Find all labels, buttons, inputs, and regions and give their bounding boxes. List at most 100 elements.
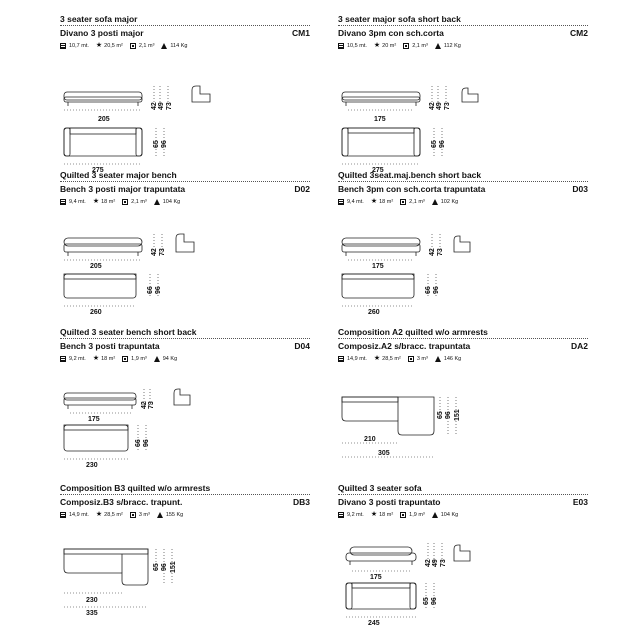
product-card-d04: Quilted 3 seater bench short back Bench … — [60, 327, 310, 477]
volume-icon — [129, 512, 136, 518]
dim-total-width: 305 — [378, 450, 390, 457]
dim-total-depth: 151 — [454, 409, 461, 421]
technical-drawing: 175 260 42 73 66 96 — [341, 234, 471, 316]
divider — [338, 338, 588, 339]
product-code: D04 — [294, 341, 310, 351]
divider — [338, 494, 588, 495]
product-title-en: Composition A2 quilted w/o armrests — [338, 327, 488, 337]
weight-icon — [153, 356, 160, 362]
volume-value: 2,1 m³ — [138, 43, 155, 49]
technical-drawing: 205 260 42 73 66 96 — [63, 233, 195, 316]
dim-seat-width: 175 — [372, 263, 384, 270]
product-title-it: Bench 3 posti major trapuntata — [60, 184, 186, 194]
dim-total-width: 335 — [86, 610, 98, 617]
volume-value: 2,1 m³ — [412, 43, 428, 49]
technical-drawing: 175 275 42 49 73 65 96 — [341, 86, 479, 174]
weight-icon — [431, 199, 438, 205]
dim-total-width: 245 — [368, 620, 380, 627]
spec-row: 14,9 mt. ★28,5 m² 3 m³ 146 Kg — [338, 355, 468, 362]
weight-value: 112 Kg — [443, 43, 461, 49]
product-code: D02 — [294, 184, 310, 194]
dim-seat-width: 175 — [88, 416, 100, 423]
dim-seat-width: 210 — [364, 436, 376, 443]
dim-total-depth: 96 — [143, 439, 150, 447]
fabric-icon — [60, 356, 66, 362]
product-card-cm2: 3 seater major sofa short back Divano 3p… — [338, 14, 588, 174]
weight-value: 104 Kg — [440, 512, 459, 518]
dim-seat-width: 205 — [90, 263, 102, 270]
fabric-icon — [338, 43, 344, 49]
dim-back-height: 73 — [148, 401, 155, 409]
dim-seat-depth: 66 — [135, 439, 142, 447]
dim-total-width: 275 — [92, 167, 104, 174]
fabric-value: 10,7 mt. — [69, 43, 89, 49]
weight-icon — [156, 512, 163, 518]
weight-value: 155 Kg — [165, 512, 184, 518]
fabric-icon — [338, 199, 344, 205]
spec-row: 9,4 mt. ★18 m² 2,1 m³ 104 Kg — [60, 198, 187, 205]
dim-seat-depth: 66 — [425, 286, 432, 294]
leather-value: 20,5 m² — [104, 43, 123, 49]
product-card-d03: Quilted 3seat.maj.bench short back Bench… — [338, 170, 588, 320]
spec-row: 10,7 mt. ★20,5 m² 2,1 m³ 114 Kg — [60, 42, 194, 49]
dim-seat-height: 42 — [429, 248, 436, 256]
dim-arm-height: 49 — [432, 559, 439, 567]
dim-back-height: 73 — [159, 248, 166, 256]
volume-icon — [400, 512, 407, 518]
dim-seat-width: 175 — [374, 116, 386, 123]
dim-seat-height: 42 — [151, 102, 158, 110]
leather-value: 18 m² — [379, 199, 394, 205]
product-title-it: Composiz.B3 s/bracc. trapunt. — [60, 497, 183, 507]
dim-seat-height: 42 — [151, 248, 158, 256]
product-title-en: Quilted 3 seater sofa — [338, 483, 422, 493]
dim-seat-height: 42 — [141, 401, 148, 409]
weight-icon — [161, 43, 168, 49]
dim-seat-depth: 65 — [153, 563, 160, 571]
dim-seat-depth: 65 — [431, 140, 438, 148]
volume-icon — [129, 43, 136, 49]
dim-total-width: 275 — [372, 167, 384, 174]
fabric-icon — [60, 512, 66, 518]
dim-seat-depth: 66 — [147, 286, 154, 294]
fabric-icon — [338, 512, 344, 518]
weight-value: 104 Kg — [162, 199, 181, 205]
dim-total-width: 230 — [86, 462, 98, 469]
product-title-en: Composition B3 quilted w/o armrests — [60, 483, 211, 493]
weight-value: 146 Kg — [443, 356, 462, 362]
divider — [60, 181, 310, 182]
product-code: CM2 — [570, 28, 588, 38]
spec-row: 9,4 mt. ★18 m² 2,1 m³ 102 Kg — [338, 198, 465, 205]
spec-row: 14,9 mt. ★28,5 m² 3 m³ 155 Kg — [60, 511, 190, 518]
divider — [338, 25, 588, 26]
fabric-value: 14,9 mt. — [69, 512, 89, 518]
weight-value: 102 Kg — [440, 199, 459, 205]
dim-back-height: 73 — [166, 102, 173, 110]
dim-seat-width: 230 — [86, 597, 98, 604]
volume-icon — [400, 199, 407, 205]
leather-value: 20 m² — [382, 43, 397, 49]
leather-icon: ★ — [92, 355, 100, 362]
volume-value: 1,9 m³ — [409, 512, 425, 518]
volume-value: 3 m³ — [416, 356, 428, 362]
leather-icon: ★ — [373, 355, 381, 362]
product-title-en: Quilted 3seat.maj.bench short back — [338, 170, 482, 180]
spec-row: 10,5 mt. ★20 m² 2,1 m³ 112 Kg — [338, 42, 468, 49]
divider — [60, 494, 310, 495]
dim-back-depth: 96 — [445, 411, 452, 419]
fabric-value: 9,4 mt. — [347, 199, 364, 205]
volume-icon — [407, 356, 414, 362]
dim-total-depth: 96 — [161, 140, 168, 148]
technical-drawing: 205 275 42 49 73 65 96 — [63, 85, 211, 174]
product-title-it: Bench 3 posti trapuntata — [60, 341, 160, 351]
fabric-value: 10,5 mt. — [347, 43, 367, 49]
divider — [60, 338, 310, 339]
dim-seat-depth: 65 — [153, 140, 160, 148]
volume-icon — [403, 43, 410, 49]
product-title-it: Bench 3pm con sch.corta trapuntata — [338, 184, 486, 194]
volume-value: 3 m³ — [138, 512, 150, 518]
product-card-e03: Quilted 3 seater sofa Divano 3 posti tra… — [338, 483, 588, 633]
fabric-icon — [60, 199, 66, 205]
leather-icon: ★ — [370, 198, 378, 205]
technical-drawing: 230 335 65 96 151 — [63, 548, 177, 617]
dim-seat-height: 42 — [425, 559, 432, 567]
